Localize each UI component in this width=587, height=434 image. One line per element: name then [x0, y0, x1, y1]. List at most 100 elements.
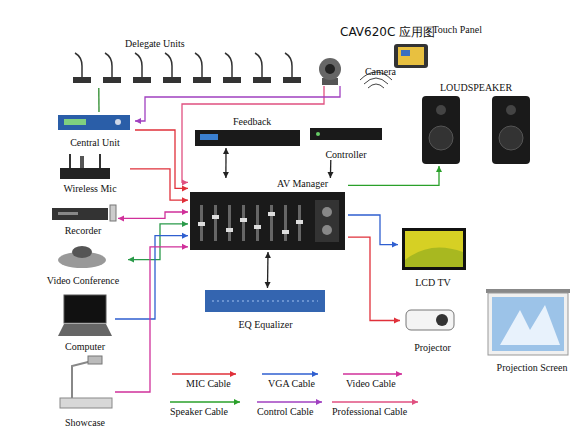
disc-tray — [58, 212, 78, 215]
cable-connector — [328, 160, 334, 178]
device-caption: Feedback — [233, 116, 271, 127]
fader-slot — [242, 205, 245, 241]
device-caption: Projection Screen — [497, 362, 568, 373]
speaker-cabinet — [492, 96, 530, 164]
mic-stem — [105, 53, 112, 77]
device-node: EQ Equalizer — [203, 288, 328, 330]
device-caption: Video Conference — [47, 275, 119, 286]
arrow-head — [436, 166, 442, 172]
mic-base — [163, 77, 181, 83]
arrow-head — [265, 252, 271, 258]
cable-connector — [265, 252, 271, 288]
device-node: Central Unit — [55, 112, 135, 148]
fader-knob — [198, 222, 205, 226]
device-caption: Showcase — [65, 417, 105, 428]
device-node: Controller — [308, 126, 384, 160]
cable-line — [98, 88, 99, 112]
arrow-head — [182, 244, 188, 250]
delegate-mic — [163, 53, 181, 83]
mic-stem — [255, 53, 262, 77]
cable-connector — [115, 233, 188, 319]
fader-knob — [254, 225, 261, 229]
speaker-woofer — [499, 126, 523, 150]
cable-line — [115, 247, 188, 392]
cable-line — [130, 169, 188, 200]
rack-display — [200, 134, 218, 140]
delegate-mic — [103, 53, 121, 83]
mic-stem — [165, 53, 172, 77]
eq-icon — [205, 290, 325, 312]
speaker-tweeter — [436, 105, 446, 115]
device-caption: LCD TV — [415, 277, 451, 288]
cable-connector — [118, 209, 188, 221]
fader-slot — [284, 205, 287, 241]
legend-line — [172, 373, 236, 374]
led — [316, 132, 320, 136]
unit-knob — [115, 119, 121, 125]
showcase-arm — [72, 361, 92, 398]
delegate-mics — [73, 53, 301, 83]
recorder-case — [52, 208, 108, 220]
camera-lens — [325, 64, 335, 74]
arrow-head — [182, 233, 188, 239]
recorder-icon — [52, 205, 116, 221]
device-node: Computer — [55, 292, 115, 352]
device-caption: AV Manager — [277, 178, 328, 189]
cable-line — [182, 86, 324, 182]
codec-camera — [72, 246, 92, 258]
cable-connector — [223, 148, 229, 178]
fader-knob — [296, 220, 303, 224]
device-node: Feedback — [193, 116, 303, 148]
cable-connector — [348, 215, 398, 248]
legend-text: MIC Cable — [186, 378, 231, 389]
arrow-head — [223, 172, 229, 178]
fader-knob — [212, 215, 219, 219]
showcase-head — [88, 356, 102, 364]
cable-connector — [115, 244, 188, 392]
remote — [110, 205, 116, 221]
eq-case — [205, 290, 325, 312]
arrow-head — [182, 197, 188, 203]
device-node: Delegate Units — [70, 38, 310, 88]
arrow-head — [328, 172, 334, 178]
delegate-mic — [223, 53, 241, 83]
device-caption: Central Unit — [70, 137, 120, 148]
legend-arrow — [234, 399, 240, 405]
showcase-icon — [60, 356, 112, 408]
device-caption: Controller — [325, 149, 366, 160]
device-caption: Projector — [414, 342, 451, 353]
legend-arrow — [396, 371, 402, 377]
device-node: Projector — [400, 303, 465, 353]
mic-stem — [285, 53, 292, 77]
projector-body — [406, 310, 454, 330]
fader-knob — [240, 218, 247, 222]
fader-slot — [256, 205, 259, 241]
arrow-head — [118, 215, 124, 221]
cable-connector — [135, 130, 188, 191]
mic-base — [283, 77, 301, 83]
panel-screen — [398, 47, 424, 65]
device-node: Showcase — [55, 356, 115, 428]
device-node: Recorder — [48, 204, 118, 236]
device-caption: Delegate Units — [125, 38, 185, 49]
cable-connector — [128, 221, 188, 263]
legend-line — [343, 373, 402, 374]
arrow-head — [182, 221, 188, 227]
legend-text: VGA Cable — [268, 378, 315, 389]
av-manager-icon — [190, 192, 345, 250]
fader-knob — [268, 212, 275, 216]
legend-line — [257, 401, 322, 402]
legend-text: Video Cable — [346, 378, 396, 389]
screen-frame — [488, 293, 568, 355]
arrow-head — [135, 118, 141, 124]
computer-icon — [58, 295, 112, 336]
legend-samples — [170, 371, 418, 405]
legend-arrow — [312, 371, 318, 377]
device-caption: Recorder — [65, 225, 102, 236]
legend-text: Speaker Cable — [170, 406, 228, 417]
unit-display — [64, 119, 86, 125]
delegate-mic — [253, 53, 271, 83]
receiver-case — [60, 168, 110, 179]
fader-knob — [226, 228, 233, 232]
